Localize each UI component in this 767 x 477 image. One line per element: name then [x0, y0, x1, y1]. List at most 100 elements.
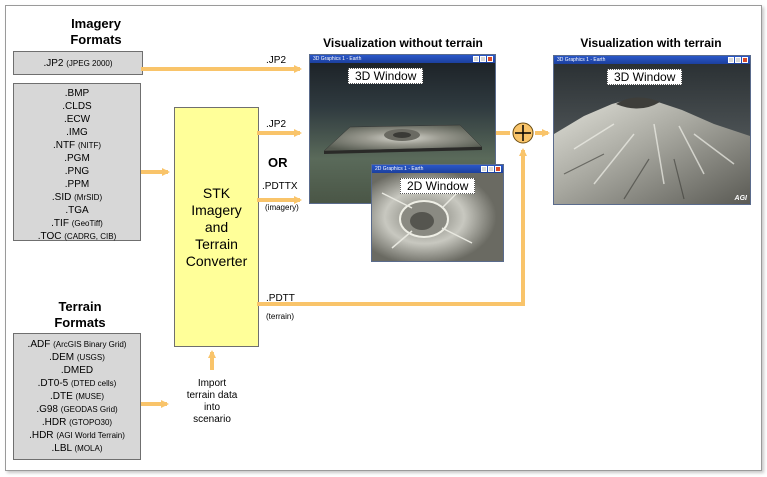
close-icon[interactable]: [487, 56, 493, 62]
terrain-format-ext: .G98: [36, 404, 58, 415]
maximize-icon[interactable]: [488, 166, 494, 172]
imagery-format-ext: .PPM: [64, 179, 90, 190]
jp2-format-box: .JP2 (JPEG 2000): [13, 51, 143, 75]
terrain-format-note: (MUSE): [75, 392, 104, 401]
imagery-format-item: .PPM: [14, 178, 140, 191]
imagery-format-ext: .TOC: [37, 231, 62, 242]
jp2-format-item: .JP2 (JPEG 2000): [43, 57, 112, 70]
imagery-format-ext: .TIF: [51, 218, 69, 229]
close-icon[interactable]: [742, 57, 748, 63]
terrain-format-ext: .ADF: [27, 339, 51, 350]
terrain-format-ext: .DTE: [49, 391, 73, 402]
terrain-format-item: .DEM (USGS): [14, 351, 140, 364]
imagery-format-item: .CLDS: [14, 100, 140, 113]
window-3d-titlebar: 3D Graphics 1 - Earth: [310, 55, 495, 63]
label-pdtt: .PDTT: [266, 293, 295, 304]
imagery-format-ext: .PGM: [64, 153, 90, 164]
imagery-format-note: (MrSID): [74, 193, 103, 202]
terrain-formats-box: .ADF (ArcGIS Binary Grid).DEM (USGS).DME…: [13, 333, 141, 460]
imagery-heading-line1: Imagery: [71, 16, 121, 31]
terrain-format-note: (AGI World Terrain): [56, 431, 125, 440]
jp2-format-note: (JPEG 2000): [66, 58, 113, 68]
top-down-terrain-image: [372, 173, 503, 261]
converter-label: STK Imagery and Terrain Converter: [185, 184, 248, 269]
flat-terrain-image: [323, 124, 483, 154]
label-jp2-mid: .JP2: [266, 119, 287, 130]
imagery-formats-heading: Imagery Formats: [44, 16, 148, 48]
label-jp2-top: .JP2: [266, 55, 287, 66]
terrain-format-note: (MOLA): [74, 444, 103, 453]
terrain-format-item: .DMED: [14, 364, 140, 377]
imagery-format-item: .BMP: [14, 87, 140, 100]
terrain-format-item: .DTE (MUSE): [14, 390, 140, 403]
label-pdttx-note: (imagery): [265, 203, 299, 212]
terrain-format-note: (GEODAS Grid): [60, 405, 118, 414]
arrow-pdtt-to-plus: [257, 148, 527, 306]
label-or: OR: [268, 155, 288, 170]
window-3d-terrain-titlebar: 3D Graphics 1 - Earth: [554, 56, 750, 64]
terrain-format-ext: .HDR: [29, 430, 54, 441]
terrain-mountain-image: [554, 64, 750, 204]
imagery-format-ext: .TGA: [65, 205, 89, 216]
imagery-format-item: .PNG: [14, 165, 140, 178]
terrain-format-item: .HDR (AGI World Terrain): [14, 429, 140, 442]
jp2-format-ext: .JP2: [43, 57, 64, 69]
imagery-format-item: .SID (MrSID): [14, 191, 140, 204]
imagery-format-note: (GeoTiff): [71, 219, 103, 228]
imagery-formats-box: .BMP.CLDS.ECW.IMG.NTF (NITF).PGM.PNG.PPM…: [13, 83, 141, 243]
window-3d-label: 3D Window: [348, 68, 424, 84]
imagery-format-item: .TGA: [14, 204, 140, 217]
terrain-format-ext: .DT0-5: [37, 378, 69, 389]
imagery-format-ext: .CLDS: [62, 101, 92, 112]
terrain-format-item: .LBL (MOLA): [14, 442, 140, 455]
imagery-format-item: .PGM: [14, 152, 140, 165]
stk-converter-box: STK Imagery and Terrain Converter: [174, 107, 259, 347]
window-3d-terrain-label: 3D Window: [607, 69, 683, 85]
terrain-format-note: (GTOPO30): [69, 418, 113, 427]
terrain-formats-heading: Terrain Formats: [28, 299, 132, 331]
terrain-format-ext: .DMED: [60, 365, 94, 376]
agi-logo: AGI: [734, 195, 747, 202]
terrain-heading-line2: Formats: [54, 315, 106, 330]
imagery-format-item: .ECW: [14, 113, 140, 126]
terrain-format-item: .ADF (ArcGIS Binary Grid): [14, 338, 140, 351]
imagery-format-ext: .NTF: [52, 140, 76, 151]
imagery-format-ext: .IMG: [66, 127, 88, 138]
minimize-icon[interactable]: [473, 56, 479, 62]
terrain-format-note: (ArcGIS Binary Grid): [53, 340, 127, 349]
minimize-icon[interactable]: [481, 166, 487, 172]
window-2d-no-terrain: 2D Graphics 1 - Earth 2D Window: [371, 164, 504, 262]
imagery-format-item: .IMG: [14, 126, 140, 139]
imagery-format-ext: .BMP: [64, 88, 90, 99]
plus-combiner-icon: [512, 122, 534, 144]
window-3d-with-terrain: 3D Graphics 1 - Earth 3D Window AGI: [553, 55, 751, 205]
label-pdtt-note: (terrain): [266, 312, 295, 321]
terrain-format-item: .DT0-5 (DTED cells): [14, 377, 140, 390]
viz-without-terrain-heading: Visualization without terrain: [323, 36, 483, 50]
window-3d-terrain-title: 3D Graphics 1 - Earth: [557, 57, 606, 63]
imagery-format-item: .TOC (CADRG, CIB): [14, 230, 140, 243]
close-icon[interactable]: [495, 166, 501, 172]
imagery-format-ext: .PNG: [64, 166, 90, 177]
imagery-format-note: (CADRG, CIB): [64, 232, 117, 241]
window-2d-title: 2D Graphics 1 - Earth: [375, 166, 424, 172]
maximize-icon[interactable]: [480, 56, 486, 62]
terrain-format-ext: .LBL: [51, 443, 72, 454]
minimize-icon[interactable]: [728, 57, 734, 63]
import-terrain-note: Import terrain data into scenario: [186, 378, 238, 425]
imagery-format-item: .TIF (GeoTiff): [14, 217, 140, 230]
label-pdttx: .PDTTX: [262, 181, 298, 192]
imagery-format-ext: .ECW: [63, 114, 91, 125]
terrain-format-item: .G98 (GEODAS Grid): [14, 403, 140, 416]
imagery-format-ext: .SID: [51, 192, 72, 203]
imagery-format-item: .NTF (NITF): [14, 139, 140, 152]
imagery-heading-line2: Formats: [70, 32, 122, 47]
window-3d-title: 3D Graphics 1 - Earth: [313, 56, 362, 62]
imagery-format-note: (NITF): [77, 141, 102, 150]
terrain-format-ext: .HDR: [41, 417, 67, 428]
maximize-icon[interactable]: [735, 57, 741, 63]
terrain-format-item: .HDR (GTOPO30): [14, 416, 140, 429]
terrain-heading-line1: Terrain: [58, 299, 102, 314]
window-2d-label: 2D Window: [400, 178, 476, 194]
